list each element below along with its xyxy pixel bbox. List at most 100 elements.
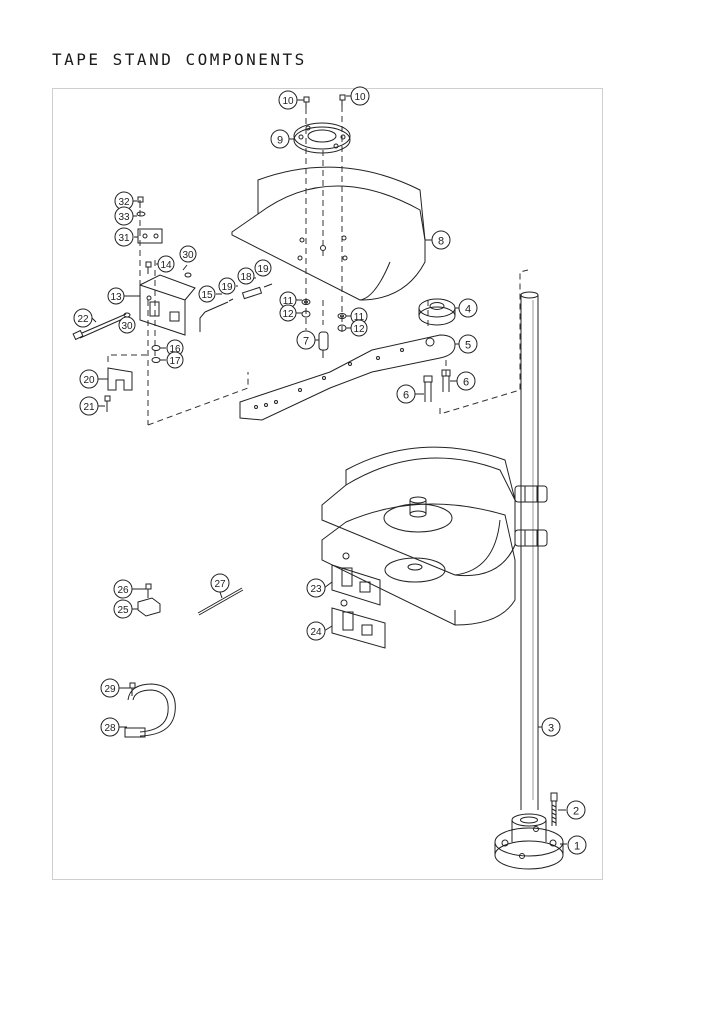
callout-19-a: 19 [218,277,236,295]
callout-label-27: 27 [214,579,226,590]
screw-26 [145,583,152,598]
callout-label-16: 16 [169,344,181,355]
washer-11-left [301,299,311,305]
callout-label-14: 14 [160,260,172,271]
callout-25: 25 [113,599,133,619]
callout-30-left: 30 [118,316,136,334]
callout-label-10-left: 10 [282,96,294,107]
nut-16 [151,345,161,351]
callout-label-8: 8 [438,236,444,248]
callout-8: 8 [431,230,451,250]
callout-label-6-left: 6 [403,390,409,402]
callout-label-29: 29 [104,684,116,695]
callout-label-21: 21 [83,402,95,413]
callout-label-30-left: 30 [121,321,133,332]
callout-30-top: 30 [179,245,197,263]
callout-1: 1 [567,835,587,855]
callout-33: 33 [114,206,134,226]
clamp-28 [124,683,176,738]
callout-label-32: 32 [118,197,130,208]
callout-label-12-right: 12 [353,324,365,335]
diagram-frame [52,88,603,880]
callout-label-2: 2 [573,806,579,818]
clip-25 [137,597,161,617]
arm-5 [239,334,456,421]
rod-15 [199,301,229,332]
washer-30-top [184,272,192,278]
callout-label-25: 25 [117,605,129,616]
nut-17 [151,357,161,363]
callout-2: 2 [566,800,586,820]
screw-32 [137,196,144,208]
callout-label-23: 23 [310,584,322,595]
pole-clamp-lower [514,529,548,547]
callout-3: 3 [541,717,561,737]
callout-17: 17 [166,351,184,369]
base-part [494,813,564,870]
bracket-13 [139,274,196,336]
cable-tie-27 [197,587,244,616]
callout-6-left: 6 [396,384,416,404]
callout-14: 14 [157,255,175,273]
callout-label-28: 28 [104,723,116,734]
callout-20: 20 [79,369,99,389]
callout-6-right: 6 [456,371,476,391]
callout-4: 4 [458,298,478,318]
callout-label-18: 18 [240,272,252,283]
collar-4 [418,298,456,326]
callout-label-20: 20 [83,375,95,386]
callout-12-right: 12 [350,319,368,337]
callout-label-19-a: 19 [221,282,233,293]
bracket-24 [331,599,386,649]
washer-33 [136,211,146,217]
pin-19-a [228,298,234,302]
callout-5: 5 [458,334,478,354]
callout-label-24: 24 [310,627,322,638]
pin-19-b [263,283,273,288]
callout-label-13: 13 [110,292,122,303]
clip-20 [107,367,133,391]
callout-16: 16 [166,339,184,357]
screw-10-right [339,94,346,106]
callout-label-10-right: 10 [354,92,366,103]
plate-9 [293,122,351,154]
callout-label-22: 22 [77,314,89,325]
callout-28: 28 [100,717,120,737]
nut-12-left [301,310,311,318]
callout-label-3: 3 [548,723,554,735]
callout-label-26: 26 [117,585,129,596]
callout-24: 24 [306,621,326,641]
plate-31 [137,228,163,244]
callout-26: 26 [113,579,133,599]
callout-29: 29 [100,678,120,698]
callout-27: 27 [210,573,230,593]
callout-22: 22 [73,308,93,328]
callout-label-19-b: 19 [257,264,269,275]
callout-10-right: 10 [350,86,370,106]
callout-label-11-right: 11 [354,312,365,323]
callout-label-31: 31 [118,233,130,244]
callout-label-1: 1 [574,841,580,853]
callout-12-left: 12 [279,304,297,322]
callout-label-30-top: 30 [182,250,194,261]
callout-label-12-left: 12 [282,309,294,320]
page-title: TAPE STAND COMPONENTS [52,50,307,69]
bolt-6-right [441,369,451,392]
callout-label-15: 15 [201,290,213,301]
pole-clamp-upper [514,485,548,503]
bolt-6-left [423,375,433,402]
pin-18 [241,286,263,300]
callout-32: 32 [114,191,134,211]
callout-label-33: 33 [118,212,130,223]
screw-14 [145,261,152,274]
callout-23: 23 [306,578,326,598]
screw-part [550,792,558,826]
callout-9: 9 [270,129,290,149]
callout-7: 7 [296,330,316,350]
callout-21: 21 [79,396,99,416]
callout-10-left: 10 [278,90,298,110]
callout-label-11-left: 11 [283,296,294,307]
callout-group: 1 2 3 4 5 6 6 7 8 9 10 10 11 12 11 12 13… [73,86,587,855]
callout-19-b: 19 [254,259,272,277]
